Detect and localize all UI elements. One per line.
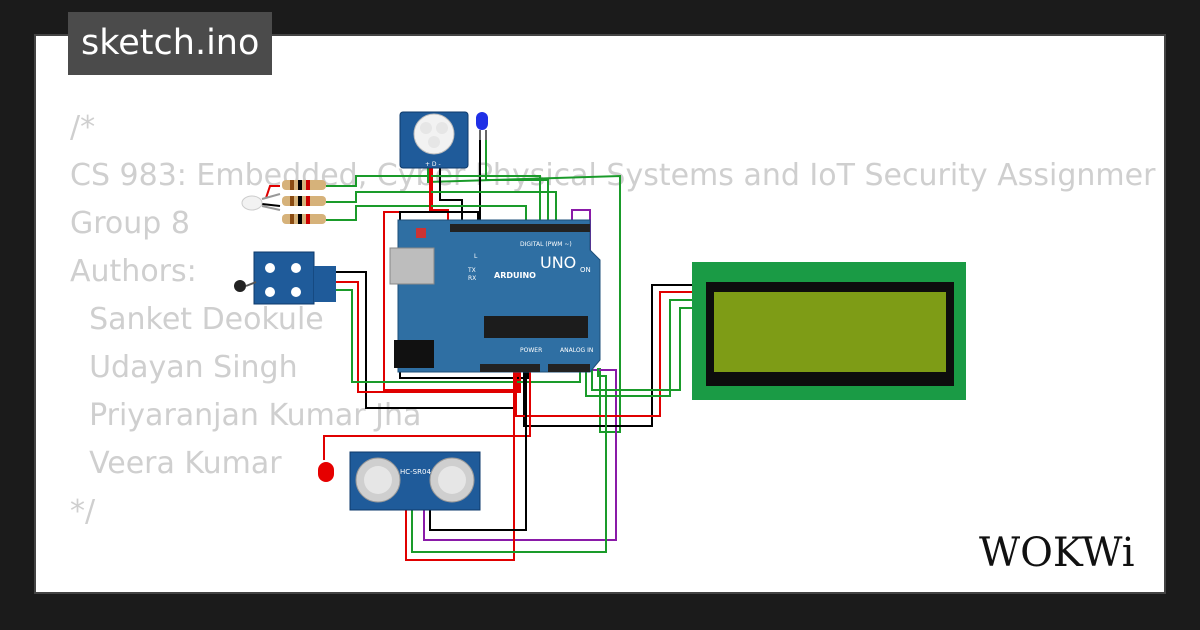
- board-power-label: POWER: [520, 347, 542, 354]
- code-line: /*: [70, 110, 96, 145]
- board-rx-label: RX: [468, 275, 476, 282]
- code-line: Authors:: [70, 254, 197, 289]
- led-blue-icon[interactable]: [476, 112, 488, 140]
- board-tx-label: TX: [467, 267, 476, 274]
- code-line: Priyaranjan Kumar Jha: [70, 398, 422, 433]
- rgb-led-icon[interactable]: [241, 193, 281, 211]
- ultrasonic-label: HC-SR04: [400, 468, 431, 476]
- board-analog-label: ANALOG IN: [560, 347, 593, 354]
- lcd-icon[interactable]: [692, 262, 966, 400]
- code-line: Group 8: [70, 206, 190, 241]
- board-digital-label: DIGITAL (PWM ~): [520, 241, 572, 248]
- code-line: Sanket Deokule: [70, 302, 324, 337]
- code-line: Veera Kumar: [70, 446, 282, 481]
- board-logo: ARDUINO: [494, 271, 536, 280]
- pir-sensor-icon[interactable]: + D -: [399, 111, 469, 169]
- svg-text:+ D -: + D -: [425, 161, 441, 168]
- wokwi-logo-text: WOKWi: [979, 530, 1135, 576]
- temperature-sensor-icon[interactable]: [234, 251, 336, 305]
- file-name-tab[interactable]: sketch.ino: [68, 12, 273, 75]
- arduino-board-icon[interactable]: UNO ARDUINO DIGITAL (PWM ~) POWER ANALOG…: [389, 219, 601, 373]
- board-brand: UNO: [540, 253, 576, 272]
- wires: [261, 132, 696, 561]
- code-line: Udayan Singh: [70, 350, 298, 385]
- code-editor-background: /*CS 983: Embedded, Cyber Physical Syste…: [70, 104, 1155, 592]
- ultrasonic-sensor-icon[interactable]: HC-SR04: [349, 451, 481, 511]
- canvas-card: /*CS 983: Embedded, Cyber Physical Syste…: [34, 34, 1166, 594]
- led-red-icon[interactable]: [318, 462, 334, 482]
- resistor-icon[interactable]: [282, 180, 326, 224]
- code-line: */: [70, 494, 96, 529]
- wokwi-logo: WOKWi: [979, 530, 1135, 576]
- board-l-label: L: [474, 253, 478, 260]
- board-on-label: ON: [580, 266, 591, 274]
- code-line: #include <LiquidCrystal_I2C.h>: [70, 584, 1155, 592]
